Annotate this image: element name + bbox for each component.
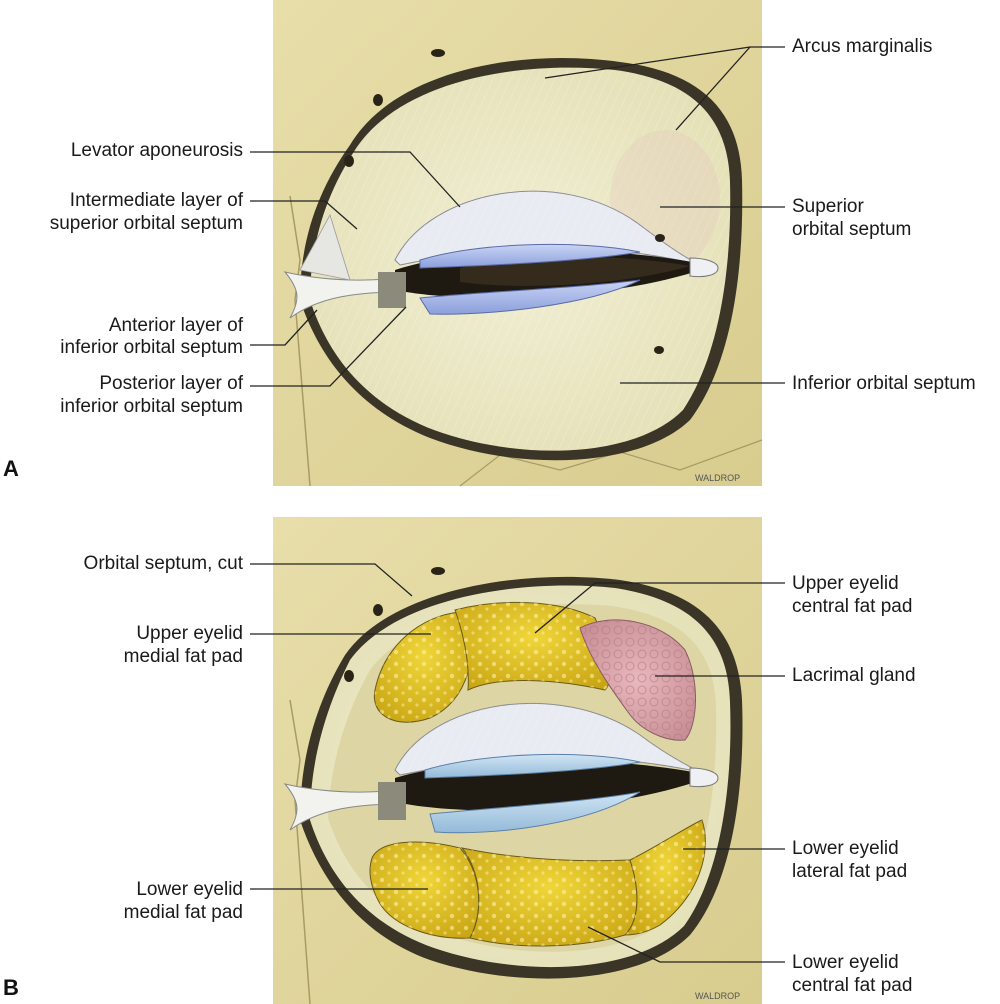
leader-anterior — [250, 309, 318, 346]
lateral-canthal-tendon-b — [689, 767, 719, 788]
label-anterior-layer-2: inferior orbital septum — [60, 337, 243, 358]
label-intermediate-layer-2: superior orbital septum — [49, 213, 243, 234]
supraorbital-notch-b — [431, 567, 445, 575]
upper-central-fat-texture — [455, 602, 611, 690]
medial-canthal-tendon-a — [283, 271, 401, 319]
lower-tarsus-a — [419, 279, 641, 315]
upper-tarsus-b — [424, 753, 641, 779]
panel-letter-b: B — [3, 975, 19, 1000]
leader-intermediate — [250, 200, 358, 230]
label-lower-lateral-1: Lower eyelid — [792, 838, 899, 859]
leader-upper-central — [534, 582, 785, 634]
upper-medial-fat-texture — [374, 611, 473, 723]
medial-tendon-limb-a — [299, 213, 351, 281]
label-upper-medial-2: medial fat pad — [123, 646, 243, 667]
supraorbital-notch-a — [431, 49, 445, 57]
lower-central-fat-texture — [462, 848, 637, 946]
panel-a-illustration: WALDROP — [273, 0, 763, 487]
label-lower-lateral-2: lateral fat pad — [792, 861, 908, 882]
leader-levator — [250, 151, 461, 208]
label-inferior-septum: Inferior orbital septum — [792, 373, 976, 394]
label-lower-central-1: Lower eyelid — [792, 952, 899, 973]
leader-septum-cut — [250, 563, 413, 597]
label-upper-central-1: Upper eyelid — [792, 573, 899, 594]
posterior-layer-block-a — [378, 272, 406, 308]
foramen-a2 — [344, 155, 354, 167]
panel-b-illustration: WALDROP — [273, 517, 762, 1004]
label-upper-central-2: central fat pad — [792, 596, 913, 617]
levator-fibers-b — [395, 703, 700, 775]
label-upper-medial-1: Upper eyelid — [136, 623, 243, 644]
label-intermediate-layer-1: Intermediate layer of — [69, 190, 243, 211]
levator-fibers-a — [395, 191, 700, 265]
label-anterior-layer-1: Anterior layer of — [108, 315, 243, 336]
leader-lines-b — [250, 563, 785, 963]
label-lower-central-2: central fat pad — [792, 975, 913, 996]
bone-suture-a2 — [459, 439, 763, 487]
label-posterior-layer-2: inferior orbital septum — [60, 396, 243, 417]
leader-posterior — [250, 306, 407, 387]
signature-a: WALDROP — [695, 473, 740, 483]
label-lacrimal-gland: Lacrimal gland — [792, 665, 916, 686]
label-lower-medial-1: Lower eyelid — [136, 879, 243, 900]
medial-canthal-tendon-b — [283, 783, 401, 831]
posterior-layer-block-b — [378, 782, 406, 820]
upper-tarsus-a — [419, 243, 641, 269]
bone-suture-b — [289, 699, 311, 1004]
lateral-canthal-tendon-a — [689, 257, 719, 278]
signature-b: WALDROP — [695, 991, 740, 1001]
label-levator-aponeurosis: Levator aponeurosis — [70, 140, 243, 161]
lower-tarsus-b — [429, 791, 641, 834]
leader-lower-central — [587, 926, 785, 963]
lower-medial-fat-texture — [370, 842, 479, 939]
label-arcus-marginalis: Arcus marginalis — [792, 36, 933, 57]
panel-letter-a: A — [3, 456, 19, 481]
leader-lines-a — [250, 46, 785, 387]
lacrimal-gland-texture — [580, 619, 696, 741]
label-posterior-layer-1: Posterior layer of — [99, 373, 243, 394]
foramen-a1 — [373, 94, 383, 106]
foramen-a4 — [654, 346, 664, 354]
label-superior-septum-2: orbital septum — [792, 219, 912, 240]
foramen-b1 — [373, 604, 383, 616]
foramen-b2 — [344, 670, 354, 682]
label-superior-septum-1: Superior — [792, 196, 864, 217]
foramen-a3 — [655, 234, 665, 242]
leader-arcus-2 — [675, 46, 751, 131]
label-septum-cut: Orbital septum, cut — [83, 553, 243, 574]
label-lower-medial-2: medial fat pad — [123, 902, 243, 923]
